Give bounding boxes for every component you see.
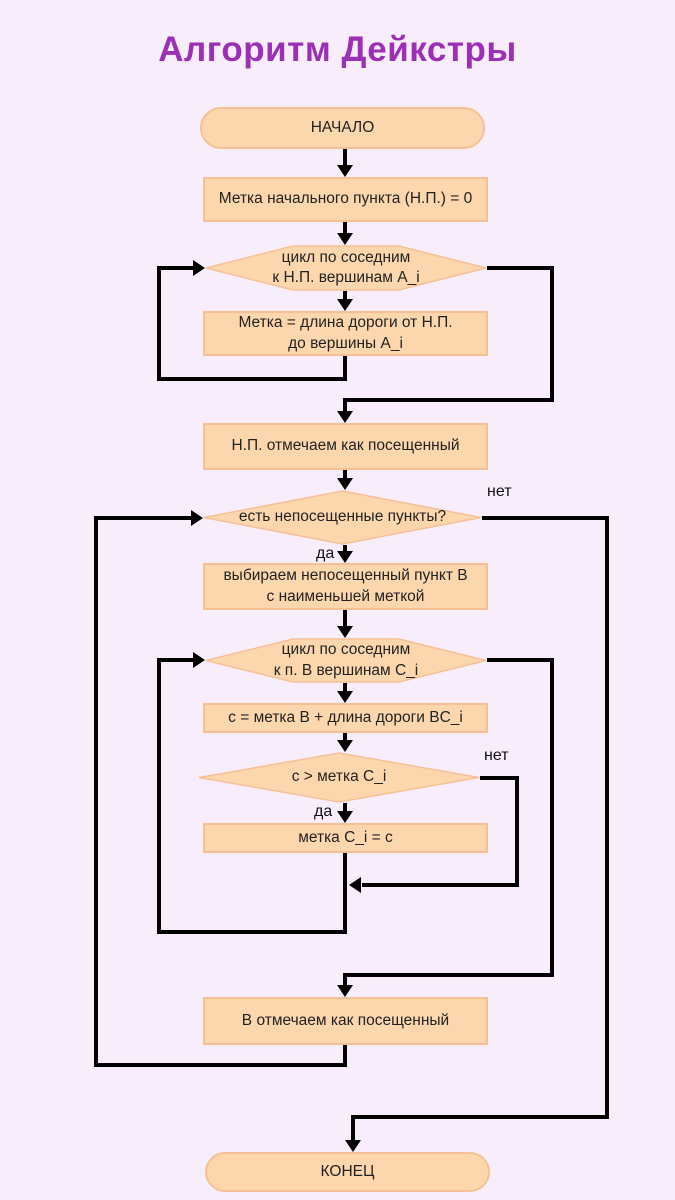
connector-line (157, 930, 347, 934)
node-text: цикл по соседним к п. B вершинам C_i (205, 638, 487, 683)
connector-line (343, 733, 347, 741)
arrowhead-icon (349, 877, 361, 893)
arrowhead-icon (337, 691, 353, 703)
connector-line (362, 883, 519, 887)
connector-line (343, 683, 347, 692)
decision-compare-c: с > метка C_i (198, 752, 480, 803)
diamond-shape (198, 752, 480, 803)
node-text-line: цикл по соседним (281, 641, 411, 659)
arrowhead-icon (191, 510, 203, 526)
process-set-label: Метка = длина дороги от Н.П. до вершины … (203, 311, 488, 356)
process-calc-c: с = метка B + длина дороги BC_i (203, 703, 488, 733)
node-text-line: Метка = длина дороги от Н.П. (238, 314, 453, 332)
arrowhead-icon (337, 811, 353, 823)
node-text: Метка начального пункта (Н.П.) = 0 (218, 190, 473, 208)
page-title: Алгоритм Дейкстры (158, 30, 517, 69)
node-text: с > метка C_i (198, 752, 480, 803)
connector-line (157, 266, 161, 381)
node-text-line: выбираем непосещенный пункт B (223, 567, 468, 585)
arrowhead-icon (337, 551, 353, 563)
node-text: НАЧАЛО (310, 118, 375, 136)
arrowhead-icon (337, 233, 353, 245)
connector-line (94, 516, 98, 1067)
connector-line (157, 658, 161, 934)
node-text-line: с наименьшей меткой (266, 587, 425, 605)
diamond-shape (203, 490, 482, 545)
node-text: метка C_i = с (298, 828, 393, 846)
terminator-start: НАЧАЛО (200, 107, 485, 149)
hexagon-shape (205, 638, 487, 683)
arrowhead-icon (193, 652, 205, 668)
connector-line (343, 149, 347, 165)
connector-line (343, 973, 347, 986)
node-text: КОНЕЦ (320, 1162, 375, 1180)
process-mark-b-visited: B отмечаем как посещенный (203, 997, 488, 1045)
node-text-line: цикл по соседним (281, 248, 411, 266)
connector-line (343, 973, 554, 977)
connector-line (343, 291, 347, 300)
loop-neighbors-c: цикл по соседним к п. B вершинам C_i (205, 638, 487, 683)
connector-line (605, 516, 609, 1119)
arrowhead-icon (337, 985, 353, 997)
arrowhead-icon (345, 1140, 361, 1152)
arrowhead-icon (337, 626, 353, 638)
connector-line (94, 516, 191, 520)
arrowhead-icon (193, 260, 205, 276)
process-mark-np-visited: Н.П. отмечаем как посещенный (203, 423, 488, 470)
connector-line (487, 658, 554, 662)
connector-line (351, 1115, 355, 1141)
node-text: B отмечаем как посещенный (241, 1011, 450, 1029)
connector-line (343, 398, 554, 402)
node-text: Н.П. отмечаем как посещенный (231, 437, 460, 455)
connector-line (482, 516, 609, 520)
connector-line (343, 610, 347, 627)
edge-label-no: нет (484, 747, 509, 764)
arrowhead-icon (337, 411, 353, 423)
node-text: с = метка B + длина дороги BC_i (228, 708, 463, 726)
arrowhead-icon (337, 165, 353, 177)
arrowhead-icon (337, 740, 353, 752)
connector-line (343, 222, 347, 234)
loop-neighbors-a: цикл по соседним к Н.П. вершинам A_i (205, 245, 487, 291)
connector-line (343, 1045, 347, 1067)
process-choose-b: выбираем непосещенный пункт B с наименьш… (203, 563, 488, 610)
node-text: Метка = длина дороги от Н.П. до вершины … (238, 313, 452, 353)
connector-line (515, 776, 519, 887)
connector-line (487, 266, 554, 270)
connector-line (157, 266, 193, 270)
node-text: есть непосещенные пункты? (203, 490, 482, 545)
arrowhead-icon (337, 299, 353, 311)
connector-line (550, 266, 554, 402)
node-text-line: с > метка C_i (291, 768, 387, 786)
arrowhead-icon (337, 478, 353, 490)
connector-line (157, 658, 193, 662)
node-text: цикл по соседним к Н.П. вершинам A_i (205, 245, 487, 291)
connector-line (480, 776, 519, 780)
process-update-label: метка C_i = с (203, 823, 488, 853)
decision-has-unvisited: есть непосещенные пункты? (203, 490, 482, 545)
connector-line (94, 1063, 347, 1067)
node-text: выбираем непосещенный пункт B с наименьш… (223, 566, 467, 606)
terminator-end: КОНЕЦ (205, 1152, 490, 1192)
hexagon-shape (205, 245, 487, 291)
connector-line (343, 470, 347, 479)
process-init-label: Метка начального пункта (Н.П.) = 0 (203, 177, 488, 222)
connector-line (343, 803, 347, 812)
edge-label-yes: да (316, 545, 335, 562)
connector-line (343, 545, 347, 552)
connector-line (343, 853, 347, 934)
connector-line (157, 377, 347, 381)
node-text-line: до вершины A_i (288, 334, 403, 352)
edge-label-no: нет (487, 483, 512, 500)
node-text-line: к Н.П. вершинам A_i (272, 269, 420, 286)
edge-label-yes: да (314, 803, 333, 820)
node-text-line: к п. B вершинам C_i (273, 661, 419, 679)
connector-line (550, 658, 554, 977)
connector-line (343, 356, 347, 381)
connector-line (343, 398, 347, 412)
node-text-line: есть непосещенные пункты? (238, 508, 447, 526)
connector-line (351, 1115, 609, 1119)
